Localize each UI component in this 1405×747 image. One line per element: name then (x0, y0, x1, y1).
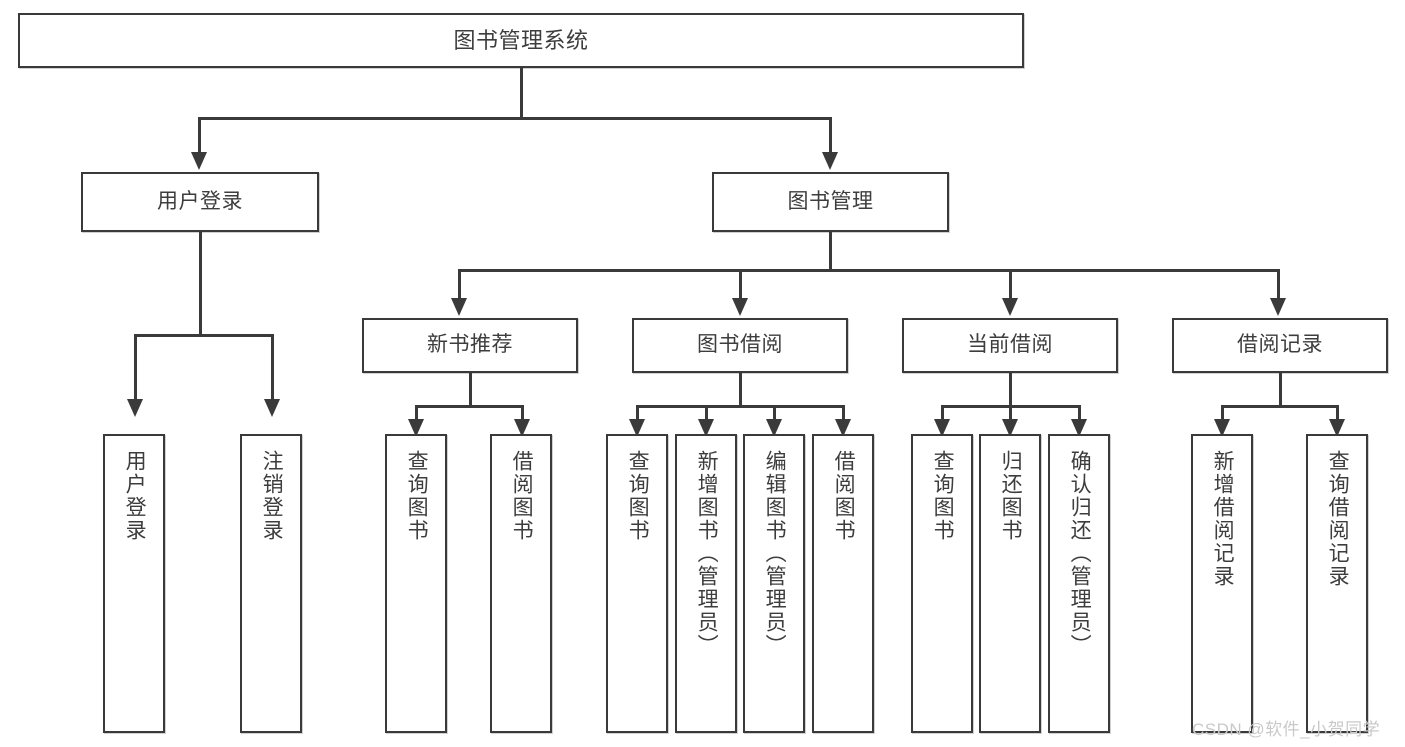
connector-new-book-to-leaf-2 (521, 405, 524, 425)
leaf-query-borrow-record[interactable]: 查询借阅记录 (1306, 434, 1368, 733)
arrow-borrow-record-to-leaf-2 (1329, 419, 1345, 437)
arrow-new-book-to-leaf-1 (408, 419, 424, 437)
connector-borrow-record-bar (1221, 405, 1338, 408)
arrow-current-borrow-to-leaf-2 (1002, 419, 1018, 437)
connector-new-book-stem (469, 373, 472, 407)
leaf-borrow-book-recommend[interactable]: 借阅图书 (490, 434, 552, 733)
leaf-add-book-admin[interactable]: 新增图书（管理员） (675, 434, 737, 733)
leaf-confirm-return-admin[interactable]: 确认归还（管理员） (1048, 434, 1110, 733)
arrow-root-to-user-login (191, 152, 207, 170)
leaf-query-book-borrow[interactable]: 查询图书 (606, 434, 668, 733)
connector-borrow-record-stem (1279, 373, 1282, 407)
arrow-book-manage-to-l3-4 (1270, 298, 1286, 316)
node-label: 借阅记录 (1237, 333, 1323, 357)
connector-book-manage-stem (829, 232, 832, 272)
arrow-root-to-book-manage (822, 152, 838, 170)
connector-book-manage-to-l3-4 (1277, 269, 1280, 300)
node-label: 查询借阅记录 (1326, 450, 1350, 588)
node-borrow-record[interactable]: 借阅记录 (1172, 318, 1388, 373)
arrow-current-borrow-to-leaf-3 (1071, 419, 1087, 437)
arrow-current-borrow-to-leaf-1 (934, 419, 950, 437)
node-label: 新书推荐 (427, 333, 513, 357)
leaf-return-book[interactable]: 归还图书 (979, 434, 1041, 733)
arrow-book-manage-to-l3-3 (1002, 298, 1018, 316)
connector-book-borrow-stem (739, 373, 742, 407)
node-label: 图书管理系统 (453, 27, 589, 53)
connector-book-borrow-to-leaf-3 (773, 405, 776, 425)
leaf-add-borrow-record[interactable]: 新增借阅记录 (1191, 434, 1253, 733)
node-label: 确认归还（管理员） (1068, 450, 1092, 657)
connector-book-borrow-bar (636, 405, 844, 408)
connector-current-borrow-stem (1009, 373, 1012, 407)
connector-root-stem (520, 68, 523, 119)
leaf-borrow-book-borrow[interactable]: 借阅图书 (812, 434, 874, 733)
node-label: 借阅图书 (510, 450, 534, 542)
node-label: 图书管理 (787, 189, 874, 213)
connector-user-login-stem (199, 232, 202, 336)
connector-book-manage-bar (458, 269, 1279, 272)
leaf-query-book-recommend[interactable]: 查询图书 (385, 434, 447, 733)
connector-root-to-book-manage (829, 117, 832, 154)
connector-book-borrow-to-leaf-4 (842, 405, 845, 425)
node-label: 当前借阅 (967, 333, 1053, 357)
arrow-user-login-to-leaf-1 (127, 399, 143, 417)
node-label: 借阅图书 (832, 450, 856, 542)
arrow-book-borrow-to-leaf-3 (766, 419, 782, 437)
node-root-book-management-system[interactable]: 图书管理系统 (18, 13, 1024, 68)
arrow-book-borrow-to-leaf-1 (629, 419, 645, 437)
connector-root-bar (198, 117, 832, 120)
node-label: 查询图书 (931, 450, 955, 542)
connector-user-login-to-leaf-1 (134, 334, 137, 401)
arrow-borrow-record-to-leaf-1 (1214, 419, 1230, 437)
arrow-new-book-to-leaf-2 (514, 419, 530, 437)
node-label: 新增图书（管理员） (695, 450, 719, 657)
node-label: 注销登录 (260, 450, 284, 542)
node-new-book-recommend[interactable]: 新书推荐 (362, 318, 578, 373)
node-book-borrow[interactable]: 图书借阅 (632, 318, 848, 373)
connector-user-login-to-leaf-2 (271, 334, 274, 401)
connector-borrow-record-to-leaf-1 (1221, 405, 1224, 425)
leaf-query-book-current[interactable]: 查询图书 (911, 434, 973, 733)
arrow-book-borrow-to-leaf-2 (698, 419, 714, 437)
connector-user-login-bar (134, 334, 273, 337)
connector-new-book-to-leaf-1 (415, 405, 418, 425)
connector-book-borrow-to-leaf-2 (705, 405, 708, 425)
node-label: 查询图书 (405, 450, 429, 542)
leaf-logout-login[interactable]: 注销登录 (240, 434, 302, 733)
node-book-management[interactable]: 图书管理 (712, 172, 949, 232)
arrow-book-manage-to-l3-2 (732, 298, 748, 316)
leaf-edit-book-admin[interactable]: 编辑图书（管理员） (743, 434, 805, 733)
node-label: 用户登录 (123, 450, 147, 542)
arrow-user-login-to-leaf-2 (264, 399, 280, 417)
watermark-text: CSDN @软件_小贺同学 (1192, 720, 1381, 739)
node-label: 查询图书 (626, 450, 650, 542)
connector-new-book-bar (415, 405, 523, 408)
node-current-borrow[interactable]: 当前借阅 (902, 318, 1118, 373)
connector-book-manage-to-l3-2 (739, 269, 742, 300)
connector-book-borrow-to-leaf-1 (636, 405, 639, 425)
leaf-user-login[interactable]: 用户登录 (103, 434, 165, 733)
node-label: 用户登录 (157, 189, 243, 213)
node-label: 新增借阅记录 (1211, 450, 1235, 588)
connector-borrow-record-to-leaf-2 (1336, 405, 1339, 425)
connector-current-borrow-to-leaf-2 (1009, 405, 1012, 425)
node-label: 图书借阅 (697, 333, 783, 357)
connector-current-borrow-to-leaf-3 (1078, 405, 1081, 425)
connector-book-manage-to-l3-1 (458, 269, 461, 300)
connector-book-manage-to-l3-3 (1009, 269, 1012, 300)
node-label: 归还图书 (999, 450, 1023, 542)
arrow-book-borrow-to-leaf-4 (835, 419, 851, 437)
arrow-book-manage-to-l3-1 (451, 298, 467, 316)
node-user-login[interactable]: 用户登录 (81, 172, 319, 232)
node-label: 编辑图书（管理员） (763, 450, 787, 657)
connector-root-to-user-login (198, 117, 201, 154)
connector-current-borrow-to-leaf-1 (941, 405, 944, 425)
